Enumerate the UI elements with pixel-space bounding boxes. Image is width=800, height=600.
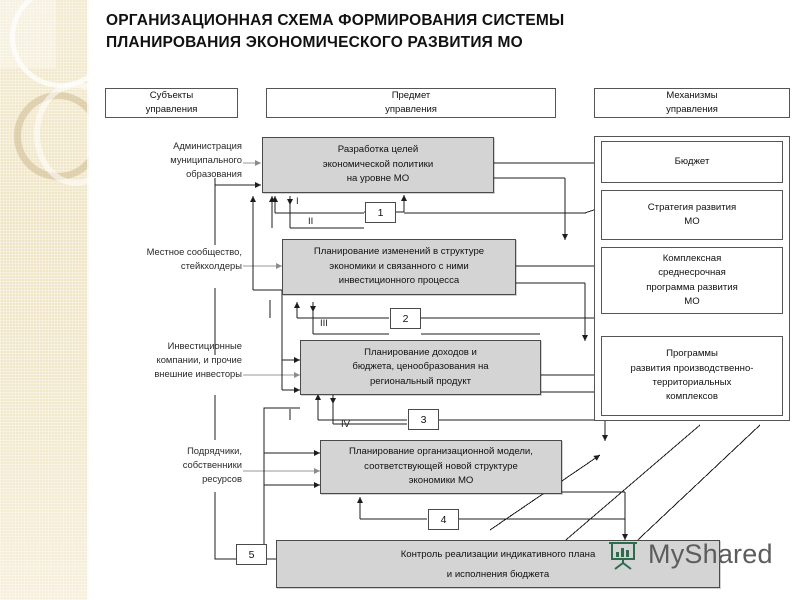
column-header-subjects: Субъекты управления (105, 88, 238, 118)
mechanism-territorial-programs: Программы развития производственно- терр… (601, 336, 783, 416)
column-header-object-label: Предмет управления (385, 90, 437, 115)
process-box-3-label: Планирование доходов и бюджета, ценообра… (352, 346, 489, 387)
mechanism-strategy-label: Стратегия развития МО (647, 201, 737, 227)
decorative-ring-top (10, 0, 89, 88)
process-box-3: Планирование доходов и бюджета, ценообра… (300, 340, 541, 395)
process-box-1: Разработка целей экономической политики … (262, 137, 494, 193)
sidebar-edge (87, 0, 89, 600)
feedback-node-4-label: 4 (440, 513, 447, 526)
actor-investors: Инвестиционные компании, и прочие внешни… (154, 340, 242, 380)
mechanism-midterm-program-label: Комплексная среднесрочная программа разв… (646, 252, 738, 307)
feedback-node-1: 1 (365, 202, 396, 223)
control-block: Контроль реализации индикативного плана … (276, 540, 720, 588)
feedback-node-2: 2 (390, 308, 421, 329)
roman-label-i: I (296, 196, 299, 207)
actor-local-community: Местное сообщество, стейкхолдеры (146, 246, 242, 272)
watermark: MyShared (605, 536, 773, 572)
feedback-node-5: 5 (236, 544, 267, 565)
mechanism-budget-label: Бюджет (674, 155, 710, 167)
process-box-2: Планирование изменений в структуре эконо… (282, 239, 516, 295)
process-box-2-label: Планирование изменений в структуре эконо… (313, 246, 485, 287)
control-block-line2: и исполнения бюджета (446, 569, 550, 580)
feedback-node-4: 4 (428, 509, 459, 530)
feedback-node-1-label: 1 (377, 206, 384, 219)
column-header-subjects-label: Субъекты управления (145, 90, 198, 115)
feedback-node-2-label: 2 (402, 312, 409, 325)
roman-label-ii: II (308, 216, 314, 227)
column-header-object: Предмет управления (266, 88, 556, 118)
presentation-chart-icon (609, 542, 637, 570)
control-block-line1: Контроль реализации индикативного плана (400, 549, 596, 560)
column-header-mechanisms: Механизмы управления (594, 88, 790, 118)
page-title: ОРГАНИЗАЦИОННАЯ СХЕМА ФОРМИРОВАНИЯ СИСТЕ… (106, 12, 565, 51)
roman-label-iv: IV (341, 419, 350, 430)
process-box-4: Планирование организационной модели, соо… (320, 440, 562, 494)
roman-label-iii: III (320, 318, 328, 329)
feedback-node-3-label: 3 (420, 413, 427, 426)
watermark-text: MyShared (648, 538, 773, 569)
decorative-ring-overlap (34, 82, 89, 186)
feedback-node-5-label: 5 (248, 548, 255, 561)
process-box-4-label: Планирование организационной модели, соо… (349, 446, 533, 487)
column-header-mechanisms-label: Механизмы управления (666, 90, 718, 115)
process-box-1-label: Разработка целей экономической политики … (322, 144, 434, 185)
decorative-sidebar (0, 0, 89, 600)
mechanism-territorial-programs-label: Программы развития производственно- терр… (630, 348, 754, 403)
feedback-node-3: 3 (408, 409, 439, 430)
mechanism-budget: Бюджет (601, 141, 783, 183)
actor-administration: Администрация муниципального образования (170, 140, 242, 180)
actor-contractors: Подрядчики, собственники ресурсов (182, 445, 242, 485)
mechanism-midterm-program: Комплексная среднесрочная программа разв… (601, 247, 783, 314)
mechanism-strategy: Стратегия развития МО (601, 190, 783, 240)
